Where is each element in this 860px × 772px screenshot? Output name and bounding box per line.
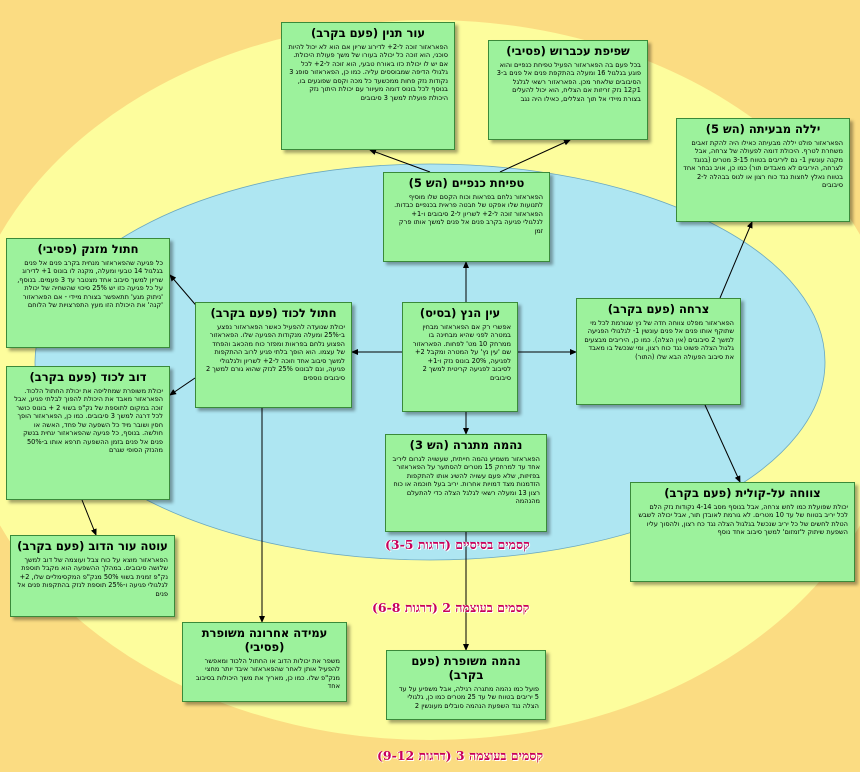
node-greater-roar[interactable]: נהמה משופרת (פעם בקרב) פועל כמו נהמה מתג… [386, 650, 546, 720]
node-snake-eye[interactable]: עין הנץ (בסיס) אפשרי רק אם הפאראזור מבחי… [402, 302, 518, 412]
arrow-bear-to-wolf [81, 499, 97, 536]
arrow-scream-to-bone [704, 404, 741, 483]
node-bone-shield[interactable]: צווחה על-קולית (פעם בקרב) יכולת שפועלת כ… [630, 482, 855, 582]
node-last-stand[interactable]: עמידה אחרונה משופרת (פסיבי) משפר את יכול… [182, 622, 347, 702]
node-night-scream[interactable]: יללה מבעיתה (הש 5) הפאראזור פולט יללה מב… [676, 118, 850, 222]
node-title: עור תנין (פעם בקרב) [310, 26, 426, 40]
node-body: הפאראזור מפלט צווחה חדה של נץ שגורמת לכל… [584, 319, 734, 361]
node-cat-claw[interactable]: חתול לכוד (פעם בקרב) יכולת שנועדה להפעיל… [195, 302, 352, 408]
node-body: הפאראזור מוצא על כוח צבל ועוצמה של דוב ל… [17, 556, 168, 598]
arrow-cat-to-bear [169, 377, 196, 396]
ring-label-power-3: קסמים בעוצמה 3 (דרגות 9-12) [377, 748, 544, 763]
node-wolf-pack[interactable]: עוטה עור הדוב (פעם בקרב) הפאראזור מוצא ע… [10, 535, 175, 617]
node-body: יכולת משופרת שמחליפה את יכולת החתול הלכו… [14, 387, 163, 455]
arrow-spit-to-skin [369, 149, 431, 173]
node-bear-hug[interactable]: דוב לכוד (פעם בקרב) יכולת משופרת שמחליפה… [6, 366, 170, 500]
node-gut-tear[interactable]: חתול מזנק (פסיבי) כל פגיעה שהפאראזור מנח… [6, 238, 170, 348]
node-body: הפאראזור משמיע נהמה חייתית, שעשויה לגרום… [392, 455, 540, 506]
node-vulture-swoop[interactable]: שפיפת עכברוש (פסיבי) בכל פעם בה הפאראזור… [488, 40, 648, 140]
node-body: בכל פעם בה הפאראזור הפעיל טפיחת כנפיים ו… [496, 61, 641, 103]
node-poison-spit[interactable]: טפיחת כנפיים (הש 5) הפאראזור נלחם בפראות… [383, 172, 550, 262]
node-title: צרחה (פעם בקרב) [607, 302, 710, 316]
node-title: נהמה מתגרה (הש 3) [409, 438, 523, 452]
node-body: יכולת שנועדה להפעיל כאשר הפאראזור נפצע ב… [205, 323, 345, 382]
node-body: יכולת שפועלת כמו לחש צרחה, אבל בנוסף מסב… [638, 503, 848, 537]
node-title: צווחה על-קולית (פעם בקרב) [664, 486, 821, 500]
node-title: עמידה אחרונה משופרת (פסיבי) [201, 626, 328, 654]
node-title: עין הנץ (בסיס) [419, 306, 501, 320]
node-title: עוטה עור הדוב (פעם בקרב) [17, 539, 168, 553]
node-body: הפאראזור נלחם בפראות וכוח הקסם שלו מוסיף… [394, 193, 543, 235]
node-title: נהמה משופרת (פעם בקרב) [411, 654, 521, 682]
node-title: חתול מזנק (פסיבי) [37, 242, 139, 256]
node-body: כל פגיעה שהפאראזור מנחית בקרב פנים אל פנ… [17, 259, 163, 310]
node-crocodile-skin[interactable]: עור תנין (פעם בקרב) הפאראזור זוכה ל-2+ ל… [281, 22, 455, 150]
connectors [81, 139, 753, 651]
node-body: הפאראזור זוכה ל-2+ לדירוג שריון אם הוא ל… [288, 43, 448, 102]
node-lesser-hide[interactable]: נהמה מתגרה (הש 3) הפאראזור משמיע נהמה חי… [385, 434, 547, 532]
node-body: משפר את יכולות הדוב או החתול הלכוד ומאפש… [195, 657, 340, 691]
arrow-scream-to-night [719, 221, 753, 299]
node-body: אפשרי רק אם הפאראזור מבחין במטרה לפני שה… [412, 323, 511, 382]
ring-label-power-2: קסמים בעוצמה 2 (דרגות 6-8) [372, 600, 530, 615]
ring-label-basic: קסמים בסיסיים (דרגות 3-5) [385, 537, 530, 552]
node-scream[interactable]: צרחה (פעם בקרב) הפאראזור מפלט צווחה חדה … [576, 298, 741, 405]
node-body: הפאראזור פולט יללה מבעיתה כאילו היה להקת… [683, 139, 843, 190]
node-title: טפיחת כנפיים (הש 5) [408, 176, 525, 190]
node-title: יללה מבעיתה (הש 5) [705, 122, 821, 136]
arrow-spit-to-vulture [499, 139, 571, 173]
node-body: פועל כמו נהמה מתגרה רגילה, אבל משפיע על … [398, 685, 539, 710]
node-title: שפיפת עכברוש (פסיבי) [506, 44, 630, 58]
node-title: חתול לכוד (פעם בקרב) [210, 306, 337, 320]
node-title: דוב לכוד (פעם בקרב) [29, 370, 147, 384]
